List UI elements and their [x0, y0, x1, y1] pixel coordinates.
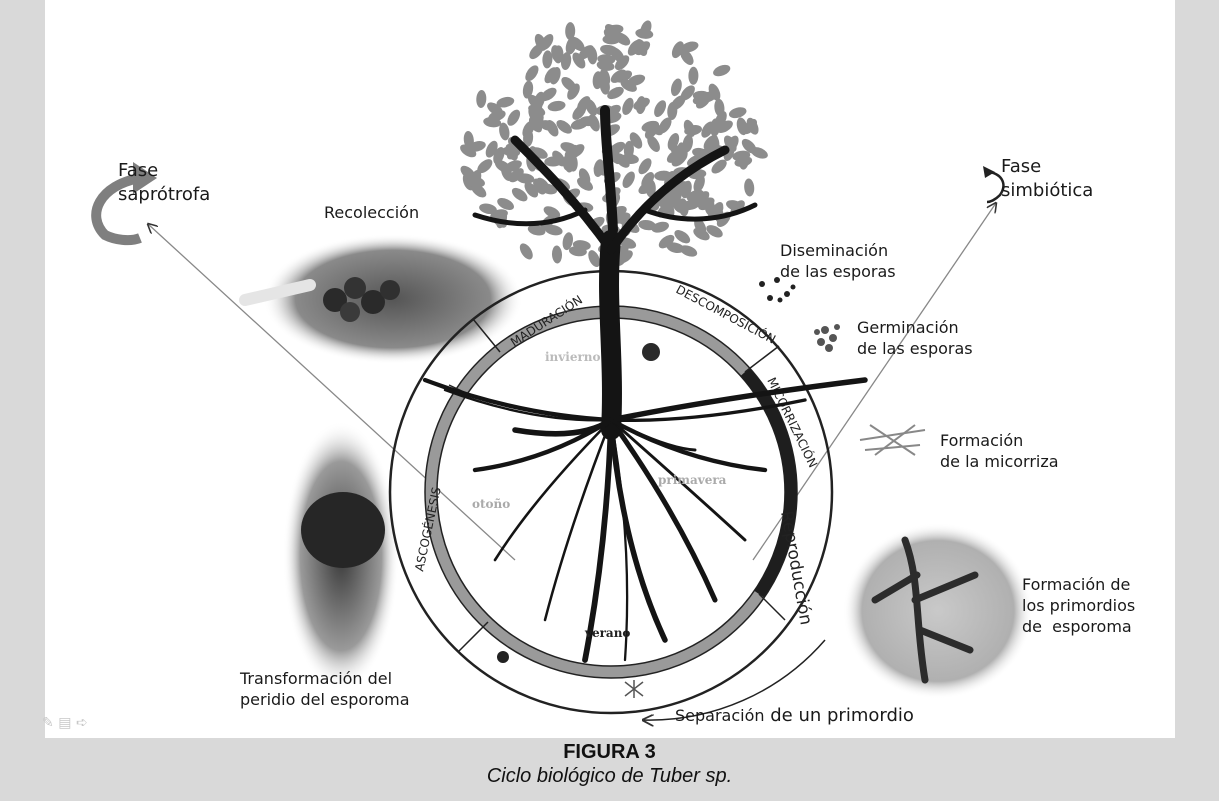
next-arrow-icon[interactable]: ➪ [76, 715, 88, 731]
season-invierno: invierno [545, 350, 601, 364]
pen-icon[interactable]: ✎ [42, 715, 54, 731]
season-primavera: primavera [658, 473, 727, 487]
label-recoleccion: Recolección [324, 202, 419, 223]
leaf [652, 98, 669, 119]
leaf [743, 178, 755, 197]
label-transformacion-peridio: Transformación del peridio del esporoma [240, 668, 410, 710]
leaf [542, 50, 553, 68]
label-germinacion: Germinación de las esporas [857, 317, 973, 359]
season-verano: verano [584, 626, 630, 640]
label-separacion-primordio: Separación de un primordio [675, 705, 914, 726]
figure-canvas: MADURACIÓN DESCOMPOSICIÓN MICORRIZACIÓN … [45, 0, 1175, 738]
leaf [523, 63, 542, 83]
leaf [505, 107, 523, 128]
label-diseminacion: Diseminación de las esporas [780, 240, 896, 282]
mycorrhiza-icon [860, 425, 925, 455]
root-branch [611, 380, 865, 420]
label-fase-simbiotica: Fase simbiótica [1001, 155, 1093, 203]
root-branch [515, 420, 611, 434]
leaf [552, 245, 563, 263]
primordia-photo [843, 523, 1033, 699]
leaf [517, 241, 535, 262]
leaf [712, 63, 732, 79]
ring-label-reproduccion: Reproducción [776, 509, 816, 626]
label-de-un-primordio: de un primordio [765, 705, 914, 726]
leaf [620, 170, 637, 191]
label-formacion-micorriza: Formación de la micorriza [940, 430, 1059, 472]
slide-controls[interactable]: ✎ ▤ ➪ [42, 715, 88, 731]
germinating-spores-icon [814, 324, 840, 352]
primordium-separated-icon [625, 680, 643, 698]
figure-subtitle: Ciclo biológico de Tuber sp. [0, 764, 1219, 788]
life-cycle-diagram: MADURACIÓN DESCOMPOSICIÓN MICORRIZACIÓN … [45, 0, 1175, 738]
figure-title: FIGURA 3 [0, 740, 1219, 764]
leaf [728, 105, 748, 120]
figure-caption: FIGURA 3 Ciclo biológico de Tuber sp. [0, 740, 1219, 788]
season-otono: otoño [472, 497, 510, 511]
truffle-sporocarp [301, 492, 385, 568]
leaf [476, 90, 487, 108]
leaf [688, 67, 698, 85]
label-separacion-word: Separación [675, 706, 765, 725]
menu-icon[interactable]: ▤ [58, 715, 71, 731]
leaf [547, 100, 566, 113]
root-branch [495, 420, 611, 560]
root-branch [611, 420, 765, 470]
primordium-icon [497, 651, 509, 663]
truffle-winter-icon [642, 343, 660, 361]
label-formacion-primordios: Formación de los primordios de esporoma [1022, 574, 1135, 637]
label-fase-saprotrofa: Fase saprótrofa [118, 159, 210, 207]
root-branch [611, 420, 665, 640]
